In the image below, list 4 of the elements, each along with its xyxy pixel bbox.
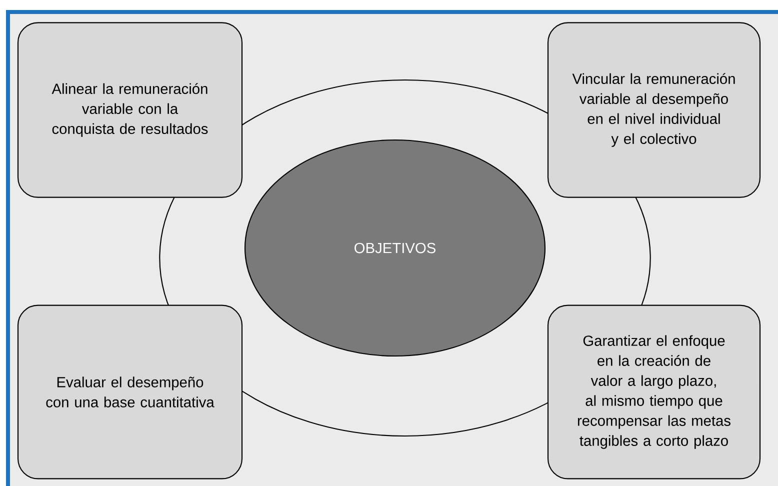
- rounded-box: Garantizar el enfoque en la creación de valor a largo plazo, al mismo tiempo que recompensar las metas tangibles a corto plazo: [547, 304, 761, 480]
- rounded-box: Vincular la remuneración variable al desempeño en el nivel individual y el colectivo: [547, 22, 761, 198]
- rounded-box: Alinear la remuneración variable con la conquista de resultados: [17, 22, 243, 198]
- rounded-box: Evaluar el desempeño con una base cuantitativa: [17, 304, 243, 480]
